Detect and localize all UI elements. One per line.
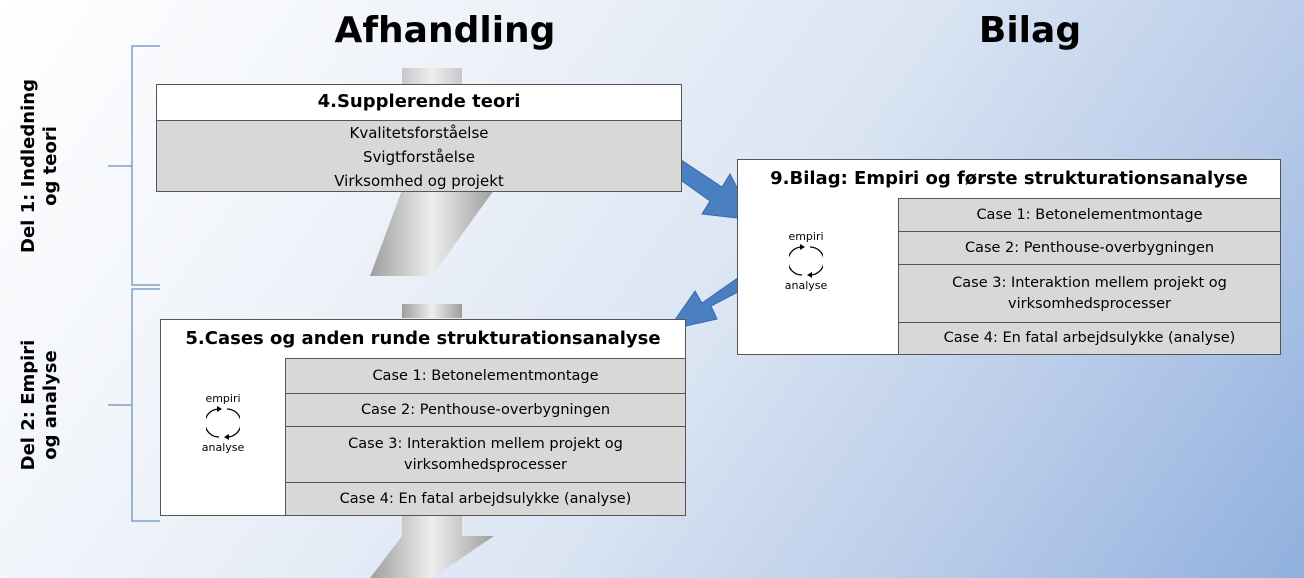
box5-title: 5.Cases og anden runde strukturationsana… — [185, 328, 661, 349]
flow-arrow-bottom — [370, 516, 494, 578]
box4-items: Kvalitetsforståelse Svigtforståelse Virk… — [157, 120, 681, 191]
part1-label-line1: Del 1: Indledning — [18, 79, 39, 253]
box5-case-list: Case 1: Betonelementmontage Case 2: Pent… — [285, 358, 685, 515]
case-item: Case 2: Penthouse-overbygningen — [285, 393, 685, 426]
heading-dissertation: Afhandling — [334, 10, 556, 51]
part2-label-line2: og analyse — [40, 350, 61, 460]
case-item: Case 3: Interaktion mellem projekt og vi… — [285, 426, 685, 482]
box9-case-list: Case 1: Betonelementmontage Case 2: Pent… — [898, 198, 1280, 354]
cycle-analyse-label: analyse — [201, 441, 245, 454]
cycle-analyse-label: analyse — [784, 279, 828, 292]
cycle-empiri-label: empiri — [788, 230, 824, 243]
case-item: Case 2: Penthouse-overbygningen — [898, 231, 1280, 264]
box-supplementary-theory: 4.Supplerende teori Kvalitetsforståelse … — [156, 84, 682, 192]
case-item: Case 3: Interaktion mellem projekt og vi… — [898, 264, 1280, 322]
part1-bracket — [108, 45, 160, 286]
cycle-icon — [789, 244, 823, 278]
case-item: Case 4: En fatal arbejdsulykke (analyse) — [285, 482, 685, 515]
flow-arrow-middle — [402, 304, 462, 318]
box4-item: Virksomhed og projekt — [334, 172, 504, 190]
box-appendix-analysis: 9.Bilag: Empiri og første strukturations… — [737, 159, 1281, 355]
part1-label: Del 1: Indledning og teori — [18, 46, 62, 286]
case-item: Case 4: En fatal arbejdsulykke (analyse) — [898, 322, 1280, 354]
part2-label: Del 2: Empiri og analyse — [18, 285, 62, 525]
cycle-icon — [206, 406, 240, 440]
box9-title: 9.Bilag: Empiri og første strukturations… — [770, 168, 1248, 189]
box9-cycle: empiri analyse — [766, 230, 846, 292]
box4-item: Svigtforståelse — [363, 148, 475, 166]
box4-item: Kvalitetsforståelse — [349, 124, 489, 142]
part2-label-line1: Del 2: Empiri — [18, 339, 39, 471]
heading-appendix: Bilag — [978, 10, 1082, 51]
part1-label-line2: og teori — [40, 126, 61, 206]
box5-cycle: empiri analyse — [183, 392, 263, 454]
case-item: Case 1: Betonelementmontage — [898, 198, 1280, 231]
part2-bracket — [108, 288, 160, 522]
cycle-empiri-label: empiri — [205, 392, 241, 405]
case-item: Case 1: Betonelementmontage — [285, 358, 685, 393]
box4-title: 4.Supplerende teori — [317, 91, 521, 112]
box-cases-second-analysis: 5.Cases og anden runde strukturationsana… — [160, 319, 686, 516]
